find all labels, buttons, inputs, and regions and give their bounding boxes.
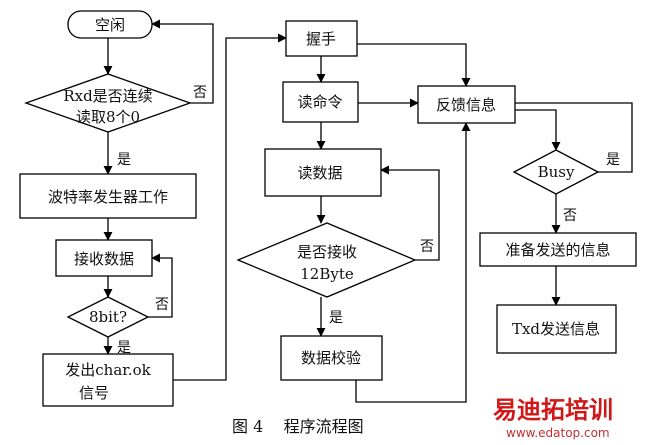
edge-handshake-to-feedback bbox=[357, 43, 471, 87]
rxd-check-label-line2: 读取8个0 bbox=[76, 108, 140, 126]
feedback-box bbox=[417, 85, 516, 124]
read-data-box bbox=[264, 148, 382, 197]
edge-label-busy-no: 否 bbox=[563, 208, 577, 224]
recv12-label-line1: 是否接收 bbox=[297, 243, 357, 261]
edge-label-busy-yes: 是 bbox=[606, 152, 620, 168]
read-cmd-box bbox=[282, 81, 359, 123]
edge-bit8-no-loop bbox=[148, 253, 173, 318]
read-data-label: 读数据 bbox=[297, 164, 342, 182]
bit8-diamond bbox=[66, 296, 150, 338]
baud-box bbox=[19, 173, 197, 219]
edge-charok-to-handshake bbox=[173, 33, 287, 381]
edge-recv12-no-loop bbox=[380, 165, 440, 261]
txd-box bbox=[496, 304, 617, 354]
edge-rxd-no-loop bbox=[151, 19, 214, 104]
watermark-text: 易迪拓培训 bbox=[493, 396, 613, 424]
idle-label: 空闲 bbox=[95, 16, 125, 34]
edge-label-recv12-yes: 是 bbox=[329, 310, 343, 326]
figure-caption: 图 4 程序流程图 bbox=[232, 417, 364, 436]
edge-checksum-to-feedback bbox=[355, 122, 471, 403]
read-cmd-label: 读命令 bbox=[297, 93, 342, 111]
watermark-url: www.edatop.com bbox=[506, 426, 610, 440]
recv12-diamond bbox=[236, 222, 417, 298]
feedback-label: 反馈信息 bbox=[436, 96, 496, 114]
handshake-box bbox=[285, 20, 358, 57]
handshake-label: 握手 bbox=[306, 30, 336, 48]
char-ok-label-line2: 信号 bbox=[79, 384, 109, 402]
edge-label-bit8-yes: 是 bbox=[117, 340, 131, 356]
busy-diamond bbox=[512, 149, 600, 195]
edge-label-rxd-no: 否 bbox=[193, 85, 207, 101]
bit8-label: 8bit? bbox=[89, 308, 127, 326]
busy-label: Busy bbox=[538, 163, 575, 181]
edge-busy-yes-loop bbox=[515, 102, 633, 173]
rxd-check-label-line1: Rxd是否连续 bbox=[63, 87, 152, 105]
receive-box bbox=[55, 239, 153, 277]
prepare-label: 准备发送的信息 bbox=[505, 241, 610, 259]
baud-label: 波特率发生器工作 bbox=[48, 188, 168, 206]
checksum-label: 数据校验 bbox=[301, 349, 361, 367]
edge-label-recv12-no: 否 bbox=[420, 239, 434, 255]
txd-label: Txd发送信息 bbox=[512, 320, 600, 338]
idle-terminal bbox=[67, 10, 153, 39]
receive-label: 接收数据 bbox=[74, 250, 134, 268]
recv12-label-line2: 12Byte bbox=[300, 265, 354, 283]
edge-feedback-to-busy bbox=[515, 109, 561, 151]
checksum-box bbox=[280, 335, 383, 381]
char-ok-label-line1: 发出char.ok bbox=[65, 361, 151, 379]
edge-label-bit8-no: 否 bbox=[155, 297, 169, 313]
prepare-box bbox=[479, 232, 637, 267]
char-ok-box bbox=[42, 353, 174, 407]
rxd-check-diamond bbox=[24, 73, 192, 133]
edge-label-rxd-yes: 是 bbox=[117, 152, 131, 168]
